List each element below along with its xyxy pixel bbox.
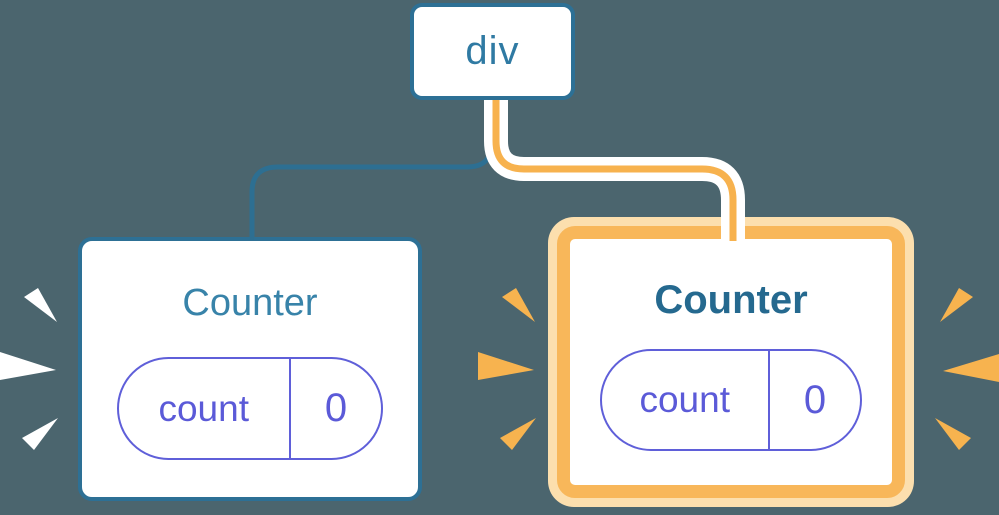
- counter-title: Counter: [654, 278, 808, 322]
- counter-title: Counter: [182, 282, 318, 324]
- state-value: 0: [324, 386, 348, 430]
- burst-spark-icon-right-card-right: [935, 288, 999, 450]
- spark-icon: [500, 418, 536, 450]
- spark-icon: [22, 418, 58, 450]
- state-pill: count 0: [117, 357, 383, 460]
- spark-icon: [940, 288, 973, 322]
- pill-divider: [767, 351, 770, 449]
- edge-div-to-left-counter: [249, 100, 495, 240]
- counter-card-right-highlight-ring: Counter count 0: [548, 217, 914, 507]
- state-key: count: [158, 387, 249, 429]
- spark-icon: [943, 354, 999, 382]
- tree-node-div-label: div: [465, 29, 520, 73]
- tree-node-div: div: [410, 3, 575, 100]
- burst-spark-icon-right-card-left: [478, 288, 536, 450]
- burst-spark-icon-left-card: [0, 288, 58, 450]
- counter-card-left: Counter count 0: [78, 237, 422, 501]
- spark-icon: [478, 352, 534, 380]
- pill-divider: [288, 359, 291, 458]
- counter-card-right: Counter count 0: [557, 226, 905, 498]
- spark-icon: [935, 418, 971, 450]
- spark-icon: [502, 288, 535, 322]
- state-value: 0: [803, 377, 827, 422]
- state-key: count: [639, 379, 730, 420]
- state-pill: count 0: [600, 349, 862, 451]
- spark-icon: [0, 352, 56, 380]
- spark-icon: [24, 288, 57, 322]
